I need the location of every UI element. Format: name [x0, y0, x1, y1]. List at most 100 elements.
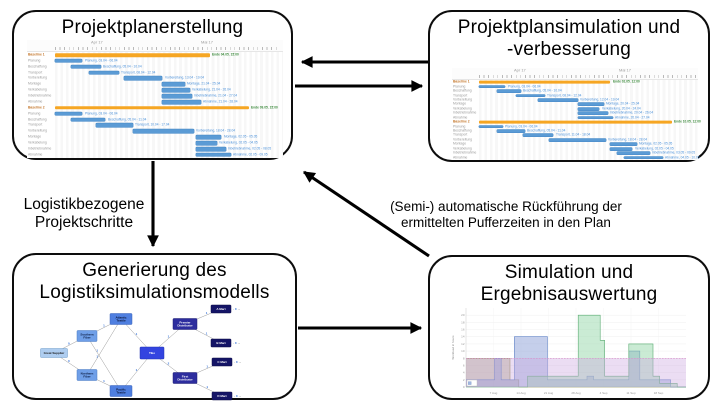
gantt-bar-label: Transport, 10.04 - 17.04 — [134, 123, 170, 128]
network-node-premier-distributor — [172, 318, 198, 330]
gantt-task-bar — [549, 138, 607, 142]
gantt-row-track: Montage, 20.04 - 25.04 — [479, 102, 698, 106]
gantt-row-label: Abnahme — [453, 116, 468, 120]
gantt-row-track: Verkabelung, 21.04 - 26.04 — [55, 87, 283, 93]
series-area-limit — [466, 358, 686, 387]
gantt-row-label: Baseline 2 — [28, 106, 45, 110]
gantt-row-label: Vorbereitung — [28, 129, 48, 133]
network-edge-label: 1 — [103, 324, 105, 328]
box-title-projektplansimulation: Projektplansimulation und -verbesserung — [457, 17, 681, 60]
network-node-b-mart — [210, 338, 232, 348]
gantt-row-label: Montage — [28, 82, 42, 86]
gantt-row-track: Vorbereitung, 13.04 - 19.04 — [55, 76, 283, 82]
network-node-atlantic-textile — [109, 313, 133, 325]
network-node-southern-fiber — [76, 330, 98, 342]
gantt-row-label: Baseline 1 — [28, 53, 45, 57]
gantt-row-label: Transport — [28, 70, 43, 75]
network-node-label: C Mart — [217, 360, 226, 364]
gantt-task-bar — [162, 100, 201, 104]
gantt-row-track: Ende 09.05. 15:00 — [55, 105, 283, 111]
gantt-end-label: Ende 10.05. 12:00 — [673, 120, 701, 124]
network-node-first-distributor — [172, 372, 198, 384]
gantt-row-label: Montage — [453, 102, 467, 107]
y-tick-label: 8 — [463, 356, 465, 360]
gantt-bar-label: Transport, 08.04 - 12.04 — [546, 93, 582, 98]
box-title-ergebnisauswertung: Simulation und Ergebnisauswertung — [480, 262, 658, 305]
gantt-bar-label: Planung, 03.04 - 06.04 — [507, 85, 541, 89]
gantt-row-label: Vorbereitung — [28, 76, 48, 81]
network-node-output: - 0 → — [234, 394, 241, 398]
gantt-task-bar — [496, 89, 521, 93]
network-node-pacific-textile — [109, 385, 133, 397]
gantt-bar-label: Beschaffung, 05.04 - 10.04 — [522, 89, 562, 93]
x-tick-label: 14 Aug — [516, 391, 526, 395]
network-edge-label: 1 — [136, 368, 138, 372]
gantt-bar-label: Verkabelung, 20.04 - 24.04 — [601, 107, 641, 111]
legend-box — [466, 379, 478, 387]
gantt-row-track: Vorbereitung, 18.04 - 28.04 — [479, 138, 698, 142]
gantt-summary-row: Baseline 2 Ende 09.05. 15:00 — [27, 105, 283, 111]
network-edge-label: 2 — [168, 362, 170, 366]
gantt-row-label: Planung — [453, 124, 466, 129]
network-edge-label: 1 — [206, 365, 208, 369]
network-node-label: D Mart — [217, 394, 226, 398]
network-edge-label: 1 — [168, 335, 170, 339]
x-tick-label: 11 Sep — [626, 391, 636, 395]
gantt-task-bar — [577, 111, 609, 115]
gantt-task-bar — [196, 141, 217, 145]
network-node-output: - 0 → — [233, 307, 240, 311]
gantt-bar-label: Abnahme, 02.05 - 09.05 — [232, 153, 268, 157]
gantt-task-row: Vorbereitung Vorbereitung, 13.04 - 19.04 — [27, 76, 283, 82]
gantt-row-track: Montage, 02.05 - 05.05 — [479, 142, 698, 146]
gantt-summary-bar — [55, 53, 211, 57]
gantt-row-label: Planung — [453, 84, 466, 89]
gantt-row-track: Montage, 21.04 - 25.04 — [55, 81, 283, 87]
gantt-row-track: Beschaffung, 05.04 - 10.04 — [479, 89, 698, 93]
gantt-row-label: Verkabelung — [28, 88, 47, 92]
gantt-task-bar — [616, 151, 650, 155]
gantt-task-bar — [522, 134, 554, 137]
gantt-row-track: Inbetriebnahme, 21.04 - 27.04 — [55, 93, 283, 99]
gantt-row-label: Baseline 2 — [453, 120, 470, 124]
gantt-row-track: Inbetriebnahme, 02.05 - 08.05 — [55, 146, 283, 152]
arrow-feedback-to-planning-icon — [303, 170, 430, 258]
gantt-task-bar — [577, 103, 604, 106]
network-node-label: B Mart — [216, 341, 225, 345]
gantt-task-bar — [89, 70, 119, 75]
network-node-great-supplier — [40, 348, 68, 358]
gantt-row-track: Abnahme, 02.05 - 09.05 — [55, 152, 283, 158]
y-tick-label: 4 — [463, 371, 465, 375]
network-edge-label: 1 — [206, 385, 208, 389]
gantt-task-bar — [196, 135, 222, 139]
gantt-summary-row: Baseline 2 Ende 10.05. 12:00 — [452, 120, 701, 124]
gantt-row-track: Montage, 02.05 - 05.05 — [55, 134, 283, 140]
gantt-row-track: Planung, 03.04 - 06.04 — [55, 58, 283, 64]
gantt-bar-label: Inbetriebnahme, 02.05 - 08.05 — [228, 147, 272, 151]
gantt-bar-label: Verkabelung, 21.04 - 26.04 — [191, 88, 231, 92]
gantt-row-label: Verkabelung — [453, 147, 472, 151]
gantt-row-track: Beschaffung, 05.04 - 10.04 — [55, 64, 283, 70]
gantt-row-track: Abnahme, 21.04 - 28.04 — [55, 99, 283, 105]
gantt-bar-label: Beschaffung, 05.04 - 11.04 — [107, 117, 146, 122]
gantt-row-label: Beschaffung — [453, 129, 472, 133]
